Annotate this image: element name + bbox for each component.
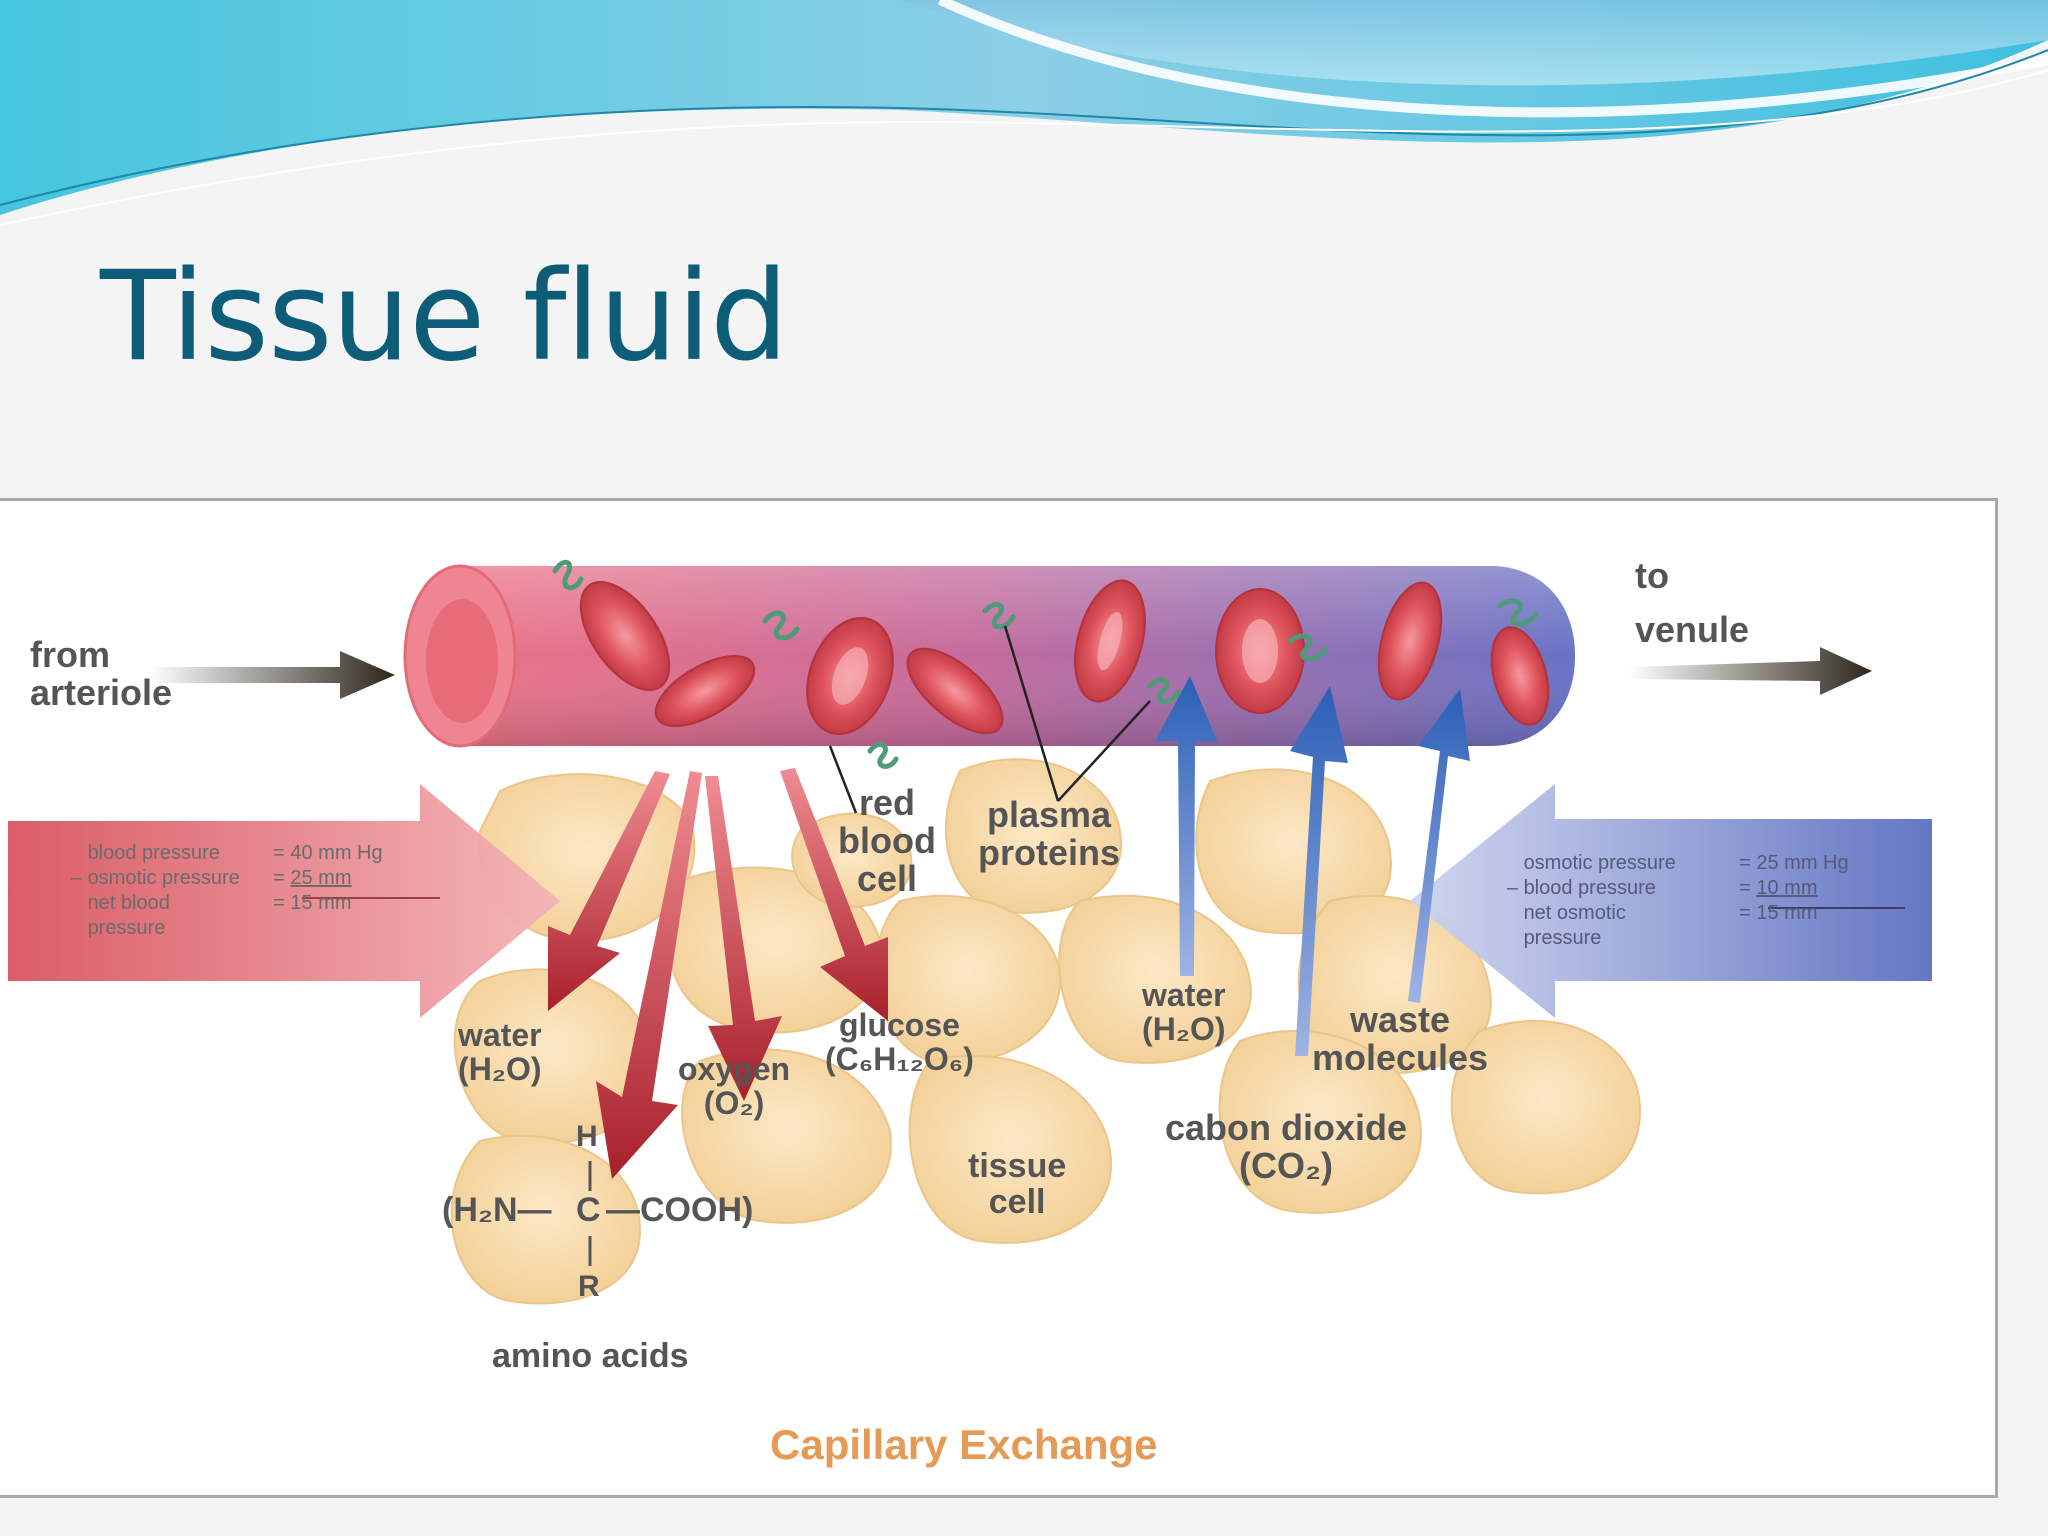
from-arteriole-arrow: [150, 651, 395, 699]
outflow-arrows: [548, 768, 888, 1179]
to-venule-label: to venule: [1635, 555, 1750, 650]
arterial-pressure-band: [8, 784, 560, 1018]
red-blood-cell-label: red blood cell: [838, 782, 936, 899]
venous-pressure-band: [1410, 784, 1932, 1018]
flow-direction-arrows: [150, 647, 1872, 699]
venous-row-2: net osmotic = 15 mm: [1523, 902, 1818, 924]
arterial-row-3: pressure: [87, 917, 166, 939]
arterial-row-1: – osmotic pressure = 25 mm: [70, 867, 352, 889]
venous-pressure-table: osmotic pressure = 25 mm Hg – blood pres…: [1498, 851, 1849, 951]
oxygen-label: oxygen (O₂): [678, 1051, 791, 1121]
venous-row-0: osmotic pressure = 25 mm Hg: [1523, 852, 1849, 874]
amino-left-group: (H₂N—: [442, 1191, 552, 1229]
arterial-row-2: net blood = 15 mm: [87, 892, 352, 914]
plasma-proteins-label: plasma proteins: [978, 794, 1121, 873]
capillary-diagram-artwork: [8, 559, 1932, 1305]
slide-title: Tissue fluid: [100, 245, 789, 389]
from-arteriole-label: from arteriole: [30, 634, 173, 713]
venous-row-3: pressure: [1523, 927, 1602, 949]
amino-right-group: —COOH): [606, 1191, 754, 1229]
capillary-exchange-figure: from arteriole to venule blood pressure …: [0, 498, 1998, 1498]
plasma-protein-squiggles: [552, 559, 1539, 769]
leader-lines: [828, 625, 1151, 814]
water-out-label: water (H₂O): [458, 1017, 542, 1087]
amino-r: R: [578, 1270, 600, 1303]
tissue-cell-label: tissue cell: [968, 1147, 1067, 1221]
waste-molecules-label: waste molecules: [1312, 999, 1489, 1078]
header-wave-decoration: [0, 0, 2048, 226]
water-in-label: water (H₂O): [1142, 977, 1226, 1047]
capillary-vessel: [403, 564, 1575, 748]
red-blood-cell-centers: [831, 611, 1278, 705]
glucose-label: glucose (C₆H₁₂O₆): [825, 1007, 974, 1077]
arterial-pressure-table: blood pressure = 40 mm Hg – osmotic pres…: [32, 841, 383, 941]
amino-h: H: [576, 1120, 598, 1153]
to-venule-arrow: [1630, 647, 1872, 695]
amino-acids-label: amino acids: [492, 1337, 689, 1375]
carbon-dioxide-label: cabon dioxide (CO₂): [1165, 1107, 1408, 1186]
arterial-row-0: blood pressure = 40 mm Hg: [87, 842, 383, 864]
amino-c: C: [576, 1191, 601, 1229]
inflow-arrows: [1155, 676, 1470, 1056]
figure-caption: Capillary Exchange: [770, 1421, 1158, 1468]
venous-row-1: – blood pressure = 10 mm: [1506, 877, 1818, 899]
